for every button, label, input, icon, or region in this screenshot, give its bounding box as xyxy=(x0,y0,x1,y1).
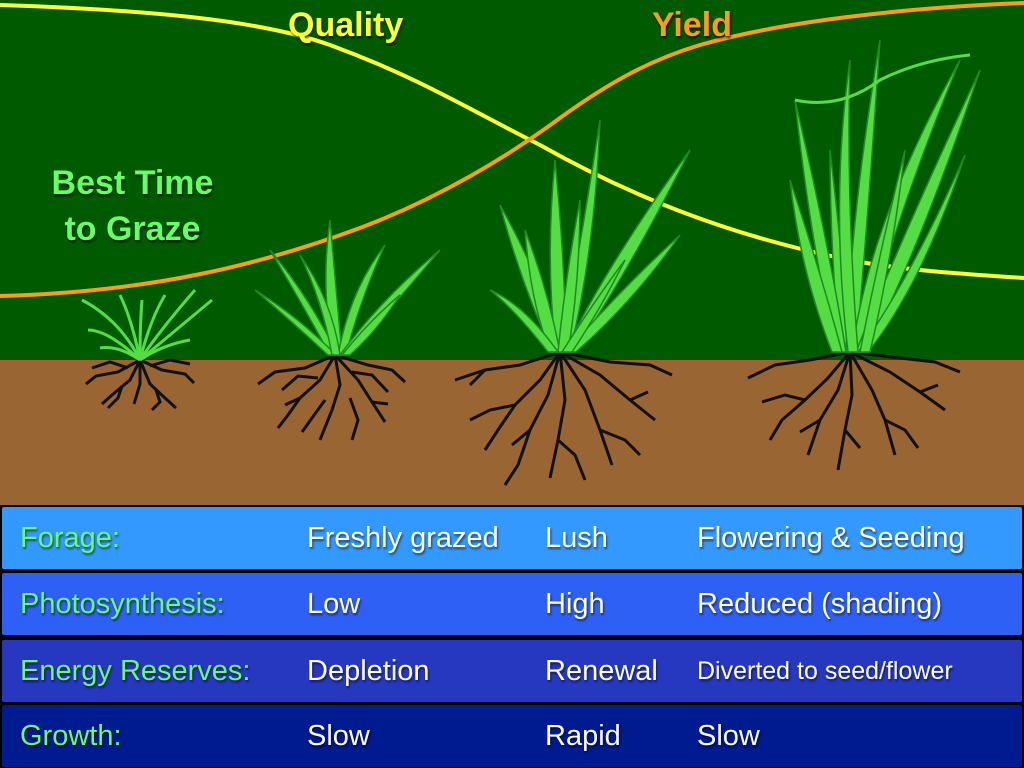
cell-stage-2: Rapid xyxy=(545,720,621,752)
plant-flowering-roots xyxy=(747,350,961,471)
plant-lush-roots xyxy=(454,350,673,486)
plant-regrowing xyxy=(254,219,441,441)
yield-curve-label: Yield xyxy=(652,6,732,44)
plant-flowering-leaves xyxy=(789,39,981,353)
plant-lush-leaves xyxy=(489,119,691,353)
plant-grazed-leaves xyxy=(81,289,213,362)
quality-curve-label: Quality xyxy=(288,6,404,44)
table-row-photosynthesis: Photosynthesis: Low High Reduced (shadin… xyxy=(2,573,1022,635)
cell-stage-3: Flowering & Seeding xyxy=(697,522,965,554)
cell-stage-3: Slow xyxy=(697,720,760,752)
table-row-energy-reserves: Energy Reserves: Depletion Renewal Diver… xyxy=(2,640,1022,702)
stages-table: Forage: Freshly grazed Lush Flowering & … xyxy=(0,505,1024,768)
row-label: Growth: xyxy=(20,720,122,752)
row-label: Energy Reserves: xyxy=(20,655,251,687)
plant-regrowing-leaves xyxy=(254,219,441,356)
cell-stage-2: Renewal xyxy=(545,655,658,687)
plant-flowering-seedhead xyxy=(794,53,971,104)
row-label: Forage: xyxy=(20,522,120,554)
plant-grazed-roots xyxy=(85,358,196,412)
best-time-to-graze-label: Best Time to Graze xyxy=(20,160,245,252)
best-time-line-2: to Graze xyxy=(64,210,201,248)
cell-stage-2: High xyxy=(545,588,605,620)
grazing-diagram: Quality Yield Best Time to Graze xyxy=(0,0,1024,505)
plant-grazed xyxy=(81,289,213,412)
plant-flowering xyxy=(747,39,981,471)
cell-stage-1: Low xyxy=(307,588,361,620)
cell-stage-1: Freshly grazed xyxy=(307,522,499,554)
cell-stage-2: Lush xyxy=(545,522,608,554)
yield-curve xyxy=(0,1,1024,298)
plant-lush xyxy=(454,119,691,486)
table-row-forage: Forage: Freshly grazed Lush Flowering & … xyxy=(2,507,1022,569)
best-time-line-1: Best Time xyxy=(51,164,214,202)
plant-regrowing-roots xyxy=(257,353,407,441)
row-label: Photosynthesis: xyxy=(20,588,225,620)
cell-stage-3: Diverted to seed/flower xyxy=(697,657,953,685)
soil-background xyxy=(0,360,1024,505)
cell-stage-3: Reduced (shading) xyxy=(697,588,943,620)
cell-stage-1: Depletion xyxy=(307,655,430,687)
cell-stage-1: Slow xyxy=(307,720,370,752)
table-row-growth: Growth: Slow Rapid Slow xyxy=(2,705,1022,767)
